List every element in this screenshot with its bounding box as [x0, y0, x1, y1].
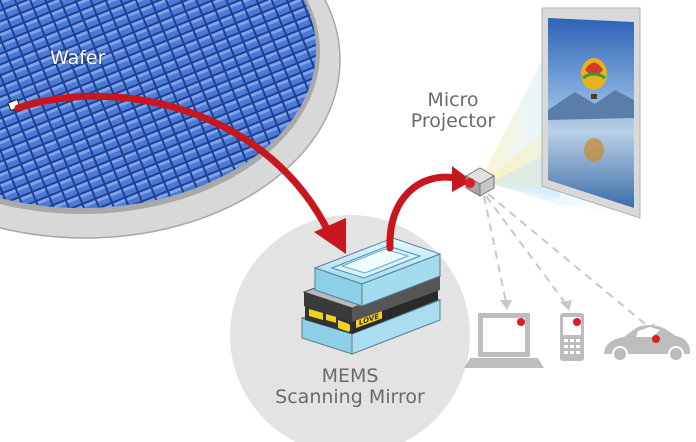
- phone-icon: [560, 313, 584, 361]
- mems-label-line1: MEMS: [321, 365, 379, 387]
- laptop-icon: [464, 313, 544, 368]
- projector-icon: [464, 167, 496, 197]
- mems-label-line2: Scanning Mirror: [275, 385, 425, 408]
- mems-label: MEMS Scanning Mirror: [255, 366, 445, 408]
- device-connections: [483, 193, 651, 329]
- wafer-label: Wafer: [50, 47, 106, 69]
- chip-to-projector-arrow: [386, 166, 472, 252]
- micro-projector-label-line2: Projector: [410, 109, 496, 132]
- mems-mirror-icon: LOVE: [300, 237, 442, 355]
- wafer-icon: [0, 0, 341, 239]
- micro-projector-label-line1: Micro: [427, 89, 479, 111]
- wafer-to-chip-arrow: [14, 92, 346, 254]
- car-icon: [604, 325, 690, 362]
- micro-projector-label: Micro Projector: [398, 90, 508, 132]
- projection-screen-icon: [541, 7, 641, 219]
